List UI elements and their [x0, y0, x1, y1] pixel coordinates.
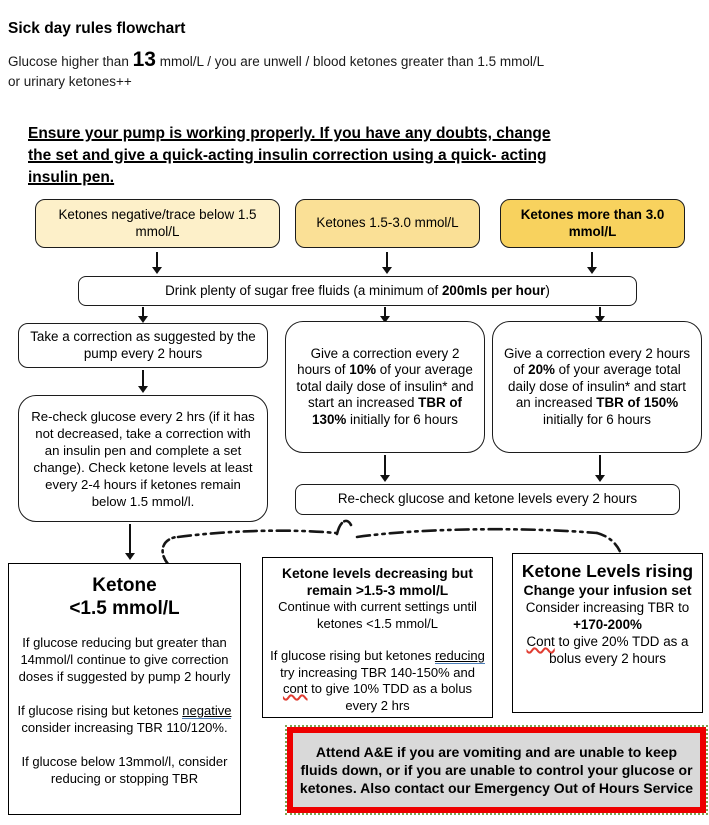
outcome-high-line2: Cont to give 20% TDD as a bolus every 2 … — [526, 634, 689, 666]
outcome-low-para2: If glucose rising but ketones negative c… — [17, 703, 232, 735]
outcome-low-para3: If glucose below 13mmol/l, consider redu… — [21, 754, 228, 786]
condition-text: Glucose higher than 13 mmol/L / you are … — [8, 48, 668, 92]
emergency-attend-ae-box: Attend A&E if you are vomiting and are u… — [285, 725, 708, 815]
down-arrow-icon — [137, 370, 149, 393]
down-arrow-icon — [379, 307, 391, 323]
condition-line-2: or urinary ketones++ — [8, 74, 132, 89]
down-arrow-icon — [586, 252, 598, 274]
down-arrow-icon — [381, 252, 393, 274]
down-arrow-icon — [137, 307, 149, 323]
outcome-ketone-rising-box: Ketone Levels rising Change your infusio… — [512, 553, 703, 713]
page-title: Sick day rules flowchart — [8, 20, 186, 37]
outcome-low-para1: If glucose reducing but greater than 14m… — [18, 635, 231, 684]
correction-20pct-box: Give a correction every 2 hours of 20% o… — [492, 321, 702, 453]
down-arrow-icon — [124, 524, 136, 560]
branch-ketones-low-box: Ketones negative/trace below 1.5 mmol/L — [35, 199, 280, 248]
outcome-mid-para2: If glucose rising but ketones reducing t… — [270, 648, 485, 713]
outcome-ketone-low-box: Ketone <1.5 mmol/L If glucose reducing b… — [8, 563, 241, 815]
outcome-high-line1: Consider increasing TBR to+170-200% — [525, 600, 690, 632]
branch-ketones-high-box: Ketones more than 3.0 mmol/L — [500, 199, 685, 248]
outcome-low-title: Ketone <1.5 mmol/L — [69, 575, 180, 619]
recheck-glucose-ketones-box: Re-check glucose and ketone levels every… — [295, 484, 680, 515]
branch-ketones-mid-box: Ketones 1.5-3.0 mmol/L — [295, 199, 480, 248]
down-arrow-icon — [151, 252, 163, 274]
outcome-ketone-decreasing-box: Ketone levels decreasing but remain >1.5… — [262, 557, 493, 718]
recheck-glucose-left-box: Re-check glucose every 2 hrs (if it has … — [18, 395, 268, 522]
outcome-mid-title: Ketone levels decreasing but remain >1.5… — [282, 566, 473, 598]
outcome-high-subtitle: Change your infusion set — [523, 582, 692, 598]
outcome-mid-line1: Continue with current settings until ket… — [278, 599, 477, 631]
down-arrow-icon — [594, 307, 606, 323]
fluids-box: Drink plenty of sugar free fluids (a min… — [78, 276, 637, 306]
pump-correction-box: Take a correction as suggested by the pu… — [18, 323, 268, 368]
correction-10pct-box: Give a correction every 2 hours of 10% o… — [285, 321, 485, 453]
outcome-high-title: Ketone Levels rising — [521, 561, 694, 581]
down-arrow-icon — [594, 455, 606, 482]
pump-warning-text: Ensure your pump is working properly. If… — [28, 125, 551, 186]
down-arrow-icon — [379, 455, 391, 482]
glucose-threshold-value: 13 — [132, 48, 156, 71]
condition-line-1: Glucose higher than 13 mmol/L / you are … — [8, 48, 545, 71]
